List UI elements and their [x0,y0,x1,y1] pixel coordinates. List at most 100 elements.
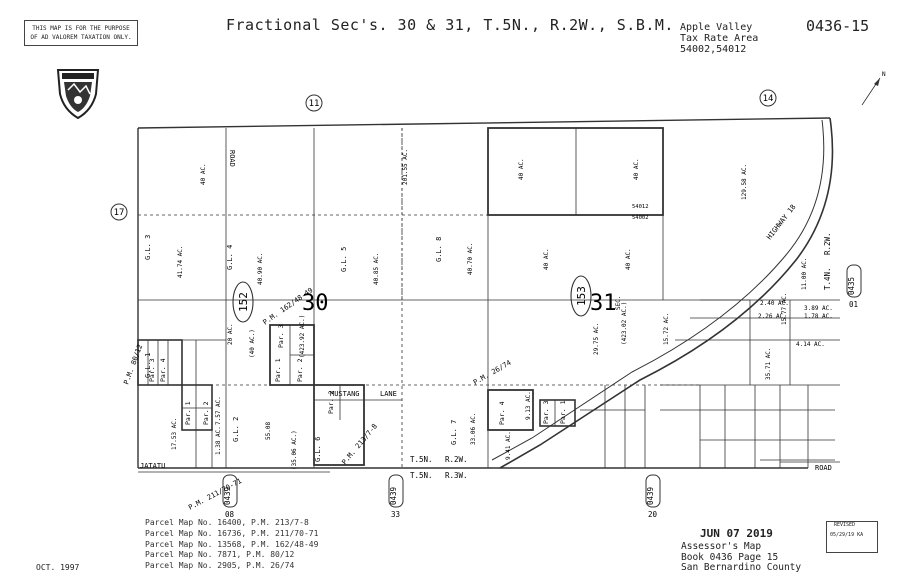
parcel-map-entry: Parcel Map No. 13568, P.M. 162/48-49 [145,539,319,549]
tra-code: 54002 [632,215,649,221]
acreage: 11.00 AC. [801,257,808,290]
book-ref: 0435 [847,277,856,295]
parcel-map-entry: Parcel Map No. 7871, P.M. 80/12 [145,550,295,560]
acreage: (423.92 AC.) [299,315,306,358]
parcel-label: Par. 1 [184,401,192,425]
received-stamp: JUN 07 2019 [700,527,773,540]
pm-reference: P.M. 211/70-71 [187,477,243,512]
street-label: MUSTANG [330,390,360,398]
parcel-label: Par. 2 [202,401,210,425]
page-oval: 152 [237,292,250,312]
acreage: 17.53 AC. [171,417,178,450]
acreage: 41.74 AC. [177,245,184,278]
parcel-label: Par. 2 [296,358,304,382]
gov-lot-label: G.L. 4 [226,245,234,270]
street-label: ROAD [815,464,832,472]
parcel-label: Par. 3 [542,400,550,424]
disclaimer-line: THIS MAP IS FOR THE PURPOSE [32,25,130,32]
acreage: 15.72 AC. [663,312,670,345]
tra-line: Tax Rate Area [680,33,759,44]
page-ref: 08 [225,510,235,519]
acreage: 40.70 AC. [467,242,474,275]
street-label: ROAD [228,150,236,167]
disclaimer-box: THIS MAP IS FOR THE PURPOSE OF AD VALORE… [24,20,138,46]
acreage: 40 AC. [543,248,550,270]
parcel-label: Par. 1 [559,400,567,424]
street-label: LANE [380,390,397,398]
acreage: 40.85 AC. [373,252,380,285]
parcel-label: Par. 4 [498,401,506,425]
acreage: (35.06 AC.) [291,430,298,470]
acreage: 15.77 AC. [781,292,788,325]
parcel-map-entry: Parcel Map No. 16400, P.M. 213/7-8 [145,518,309,527]
acreage: 9.41 AC. [505,431,512,460]
map-number: 0436-15 [806,17,870,35]
assessor-line: San Bernardino County [681,562,802,573]
north-arrow-icon [861,77,881,106]
gov-lot-label: G.L. 7 [450,420,458,445]
acreage: 40 AC. [200,163,207,185]
page-ref: 01 [849,300,858,309]
acreage: 40.90 AC. [257,252,264,285]
tax-rate-area-block: Apple Valley Tax Rate Area 54002,54012 [680,22,758,55]
acreage: 3.89 AC. [804,305,833,312]
range-label: R.2W. [823,232,832,255]
parcel-label: Par. 2 [327,390,335,414]
parcel-label: Par. 4 [159,358,167,382]
assessor-line: Book 0436 Page 15 [681,551,779,563]
acreage: 129.58 AC. [741,164,748,200]
tra-line: Apple Valley [680,22,753,33]
county-seal-icon [56,69,100,120]
map-title: Fractional Sec's. 30 & 31, T.5N., R.2W.,… [226,16,674,34]
pm-reference: P.M. 80/12 [122,343,144,385]
book-circle: 17 [114,208,125,218]
parcel-map-list: Parcel Map No. 16400, P.M. 213/7-8 Parce… [145,518,318,572]
assessor-line: Assessor's Map [681,541,762,552]
page-ref: 33 [391,510,400,519]
book-ref: 0439 [646,487,655,505]
range-label: R.2W. [445,455,468,464]
street-label: HIGHWAY 18 [765,203,797,241]
page-oval: 153 [575,286,588,306]
pm-reference: P.M. 213/7-8 [340,422,379,466]
map-date: OCT. 1997 [36,563,80,572]
street-label: JATATU [140,462,165,470]
tra-code: 54012 [632,204,649,210]
parcel-label: Par. 3 [148,358,156,382]
acreage: 40 AC. [518,158,525,180]
revised-label: REVISED [834,522,856,528]
book-ref: 0439 [223,487,232,505]
acreage: 1.78 AC. [804,313,833,320]
sec-label: SEC. [615,296,622,310]
acreage: 4.14 AC. [796,341,825,348]
acreage: (423.02 AC.) [621,302,628,345]
acreage: 9.13 AC. [525,391,532,420]
book-ref: 0439 [389,487,398,505]
acreage: 40 AC. [625,248,632,270]
acreage: 201.55 AC. [402,149,409,185]
tra-line: 54002,54012 [680,44,747,55]
gov-lot-label: G.L. 8 [435,237,443,262]
range-label: R.3W. [445,471,468,480]
revised-date: 05/29/19 KA [830,532,864,538]
section-label: 31 [590,291,617,316]
acreage: 20 AC. [227,323,234,345]
revised-box [826,521,878,553]
gov-lot-label: G.L. 3 [144,235,152,260]
gov-lot-label: G.L. 6 [314,437,322,462]
acreage: 2.26 AC. [758,313,787,320]
acreage: 29.75 AC. [593,322,600,355]
book-circle: 14 [763,94,774,104]
acreage: 2.40 AC. [760,300,789,307]
township-label: T.4N. [823,267,832,290]
acreage: 1.38 AC. [215,426,222,455]
parcel-map-entry: Parcel Map No. 16736, P.M. 211/70-71 [145,528,319,538]
north-label: N [882,71,886,78]
parcel-label: Par. 3 [277,324,285,348]
gov-lot-label: G.L. 2 [232,417,240,442]
acreage: 40 AC. [633,158,640,180]
assessor-block: Assessor's Map Book 0436 Page 15 San Ber… [681,541,802,574]
township-label: T.5N. [410,455,433,464]
acreage: 55.08 [265,422,272,440]
